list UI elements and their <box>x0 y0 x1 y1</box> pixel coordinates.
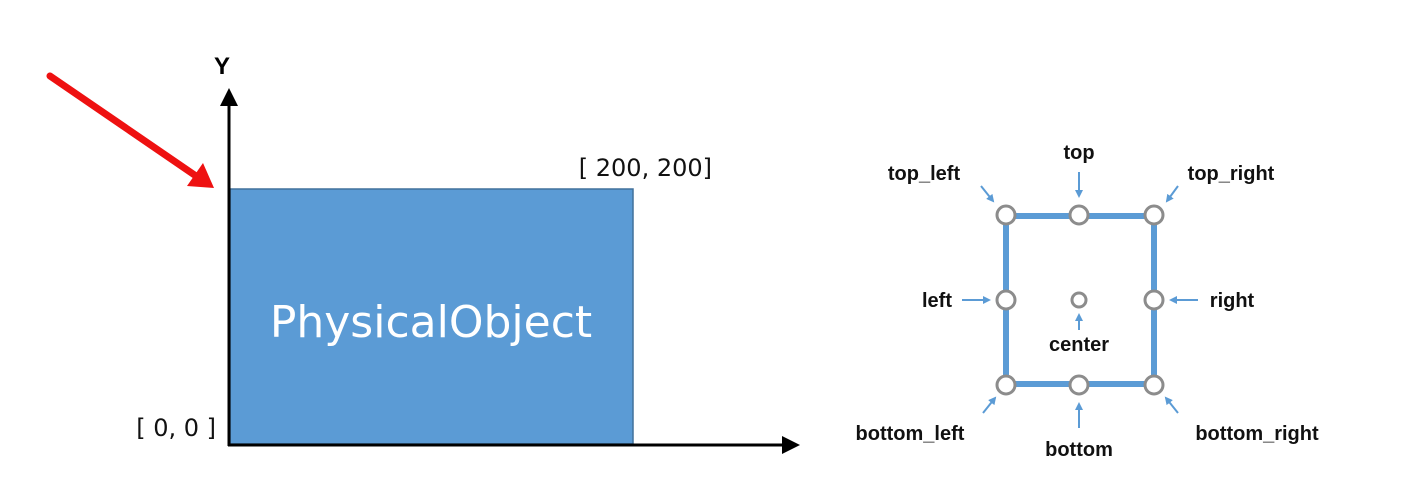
callout-arrow-top-left <box>980 185 995 203</box>
physical-object-label: PhysicalObject <box>270 297 592 348</box>
handle-top <box>1068 204 1090 226</box>
y-axis-label: Y <box>214 53 230 80</box>
handle-top-left <box>995 204 1017 226</box>
corner-coordinate-label: [ 200, 200] <box>579 154 712 182</box>
anchor-label-right: right <box>1210 290 1255 312</box>
x-axis-arrowhead <box>782 436 800 454</box>
anchor-label-top-left: top_left <box>888 163 961 185</box>
y-axis-arrowhead <box>220 88 238 106</box>
physical-object-box <box>229 188 634 445</box>
callout-arrow-top-right <box>1165 185 1179 203</box>
anchor-label-bottom-left: bottom_left <box>856 423 965 445</box>
anchor-label-top: top <box>1063 142 1094 164</box>
red-pointer-arrow-shaft <box>46 72 200 180</box>
handle-bottom-left <box>995 374 1017 396</box>
handle-bottom-right <box>1143 374 1165 396</box>
anchor-label-center: center <box>1049 334 1109 356</box>
handle-top-right <box>1143 204 1165 226</box>
handle-center <box>1070 291 1088 309</box>
callout-arrow-bottom-left <box>982 396 997 414</box>
handle-left <box>995 289 1017 311</box>
origin-coordinate-label: [ 0, 0 ] <box>136 414 216 442</box>
callout-arrow-bottom-right <box>1164 396 1179 414</box>
handle-bottom <box>1068 374 1090 396</box>
handle-right <box>1143 289 1165 311</box>
coordinate-diagram: PhysicalObject Y [ 0, 0 ] [ 200, 200] <box>46 53 800 454</box>
anchor-label-left: left <box>922 290 952 312</box>
anchor-label-bottom-right: bottom_right <box>1195 423 1319 445</box>
anchor-points-diagram: top_left top top_right left center right… <box>856 142 1319 461</box>
anchor-label-top-right: top_right <box>1188 163 1275 185</box>
red-pointer-arrow-head <box>187 163 214 188</box>
anchor-label-bottom: bottom <box>1045 439 1113 461</box>
